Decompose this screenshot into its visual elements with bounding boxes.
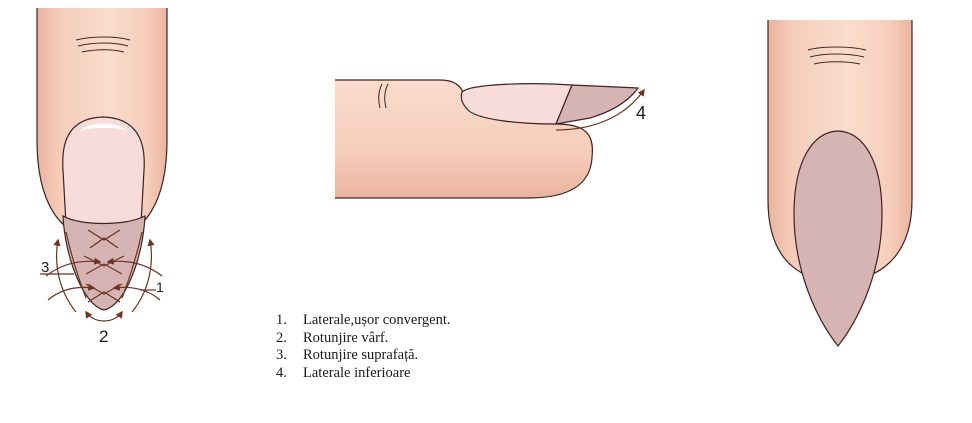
legend-item-text: Laterale inferioare <box>303 364 411 381</box>
legend-item-number: 4. <box>276 364 287 381</box>
side-free-edge <box>555 84 640 125</box>
side-knuckle-creases <box>378 83 389 109</box>
legend-item-number: 3. <box>276 347 287 364</box>
legend-item: 2. Rotunjire vârf. <box>276 330 451 348</box>
left-nail-bed <box>62 116 145 225</box>
callout-label-4: 4 <box>636 103 646 123</box>
right-finger-illustration <box>767 20 913 347</box>
left-knuckle-creases <box>75 36 131 53</box>
right-almond-nail <box>793 130 883 347</box>
legend-item-text: Laterale,ușor convergent. <box>303 312 451 328</box>
left-shaping-arrows <box>40 229 163 322</box>
left-lunula <box>80 123 127 131</box>
callout-label-1: 1 <box>156 279 164 295</box>
legend-item-text: Rotunjire vârf. <box>303 329 389 346</box>
callout-label-3: 3 <box>41 259 49 276</box>
side-arrow-4 <box>555 88 645 131</box>
legend-item: 4. Laterale inferioare <box>276 365 451 383</box>
legend-item-number: 2. <box>276 329 287 346</box>
left-free-edge <box>62 214 146 311</box>
side-finger-skin <box>335 80 593 198</box>
legend-item: 3. Rotunjire suprafață. <box>276 347 451 365</box>
legend-list: 1. Laterale,ușor convergent. 2. Rotunjire … <box>276 312 451 382</box>
side-finger-illustration: 4 <box>335 79 646 199</box>
callout-label-2: 2 <box>99 327 108 346</box>
side-nail-bed <box>460 83 573 125</box>
right-knuckle-creases <box>807 46 867 65</box>
left-finger-illustration: 3 1 2 <box>36 8 168 346</box>
legend-item-text: Rotunjire suprafață. <box>303 347 419 364</box>
legend-item-number: 1. <box>276 312 287 328</box>
legend-item: 1. Laterale,ușor convergent. <box>276 312 451 330</box>
